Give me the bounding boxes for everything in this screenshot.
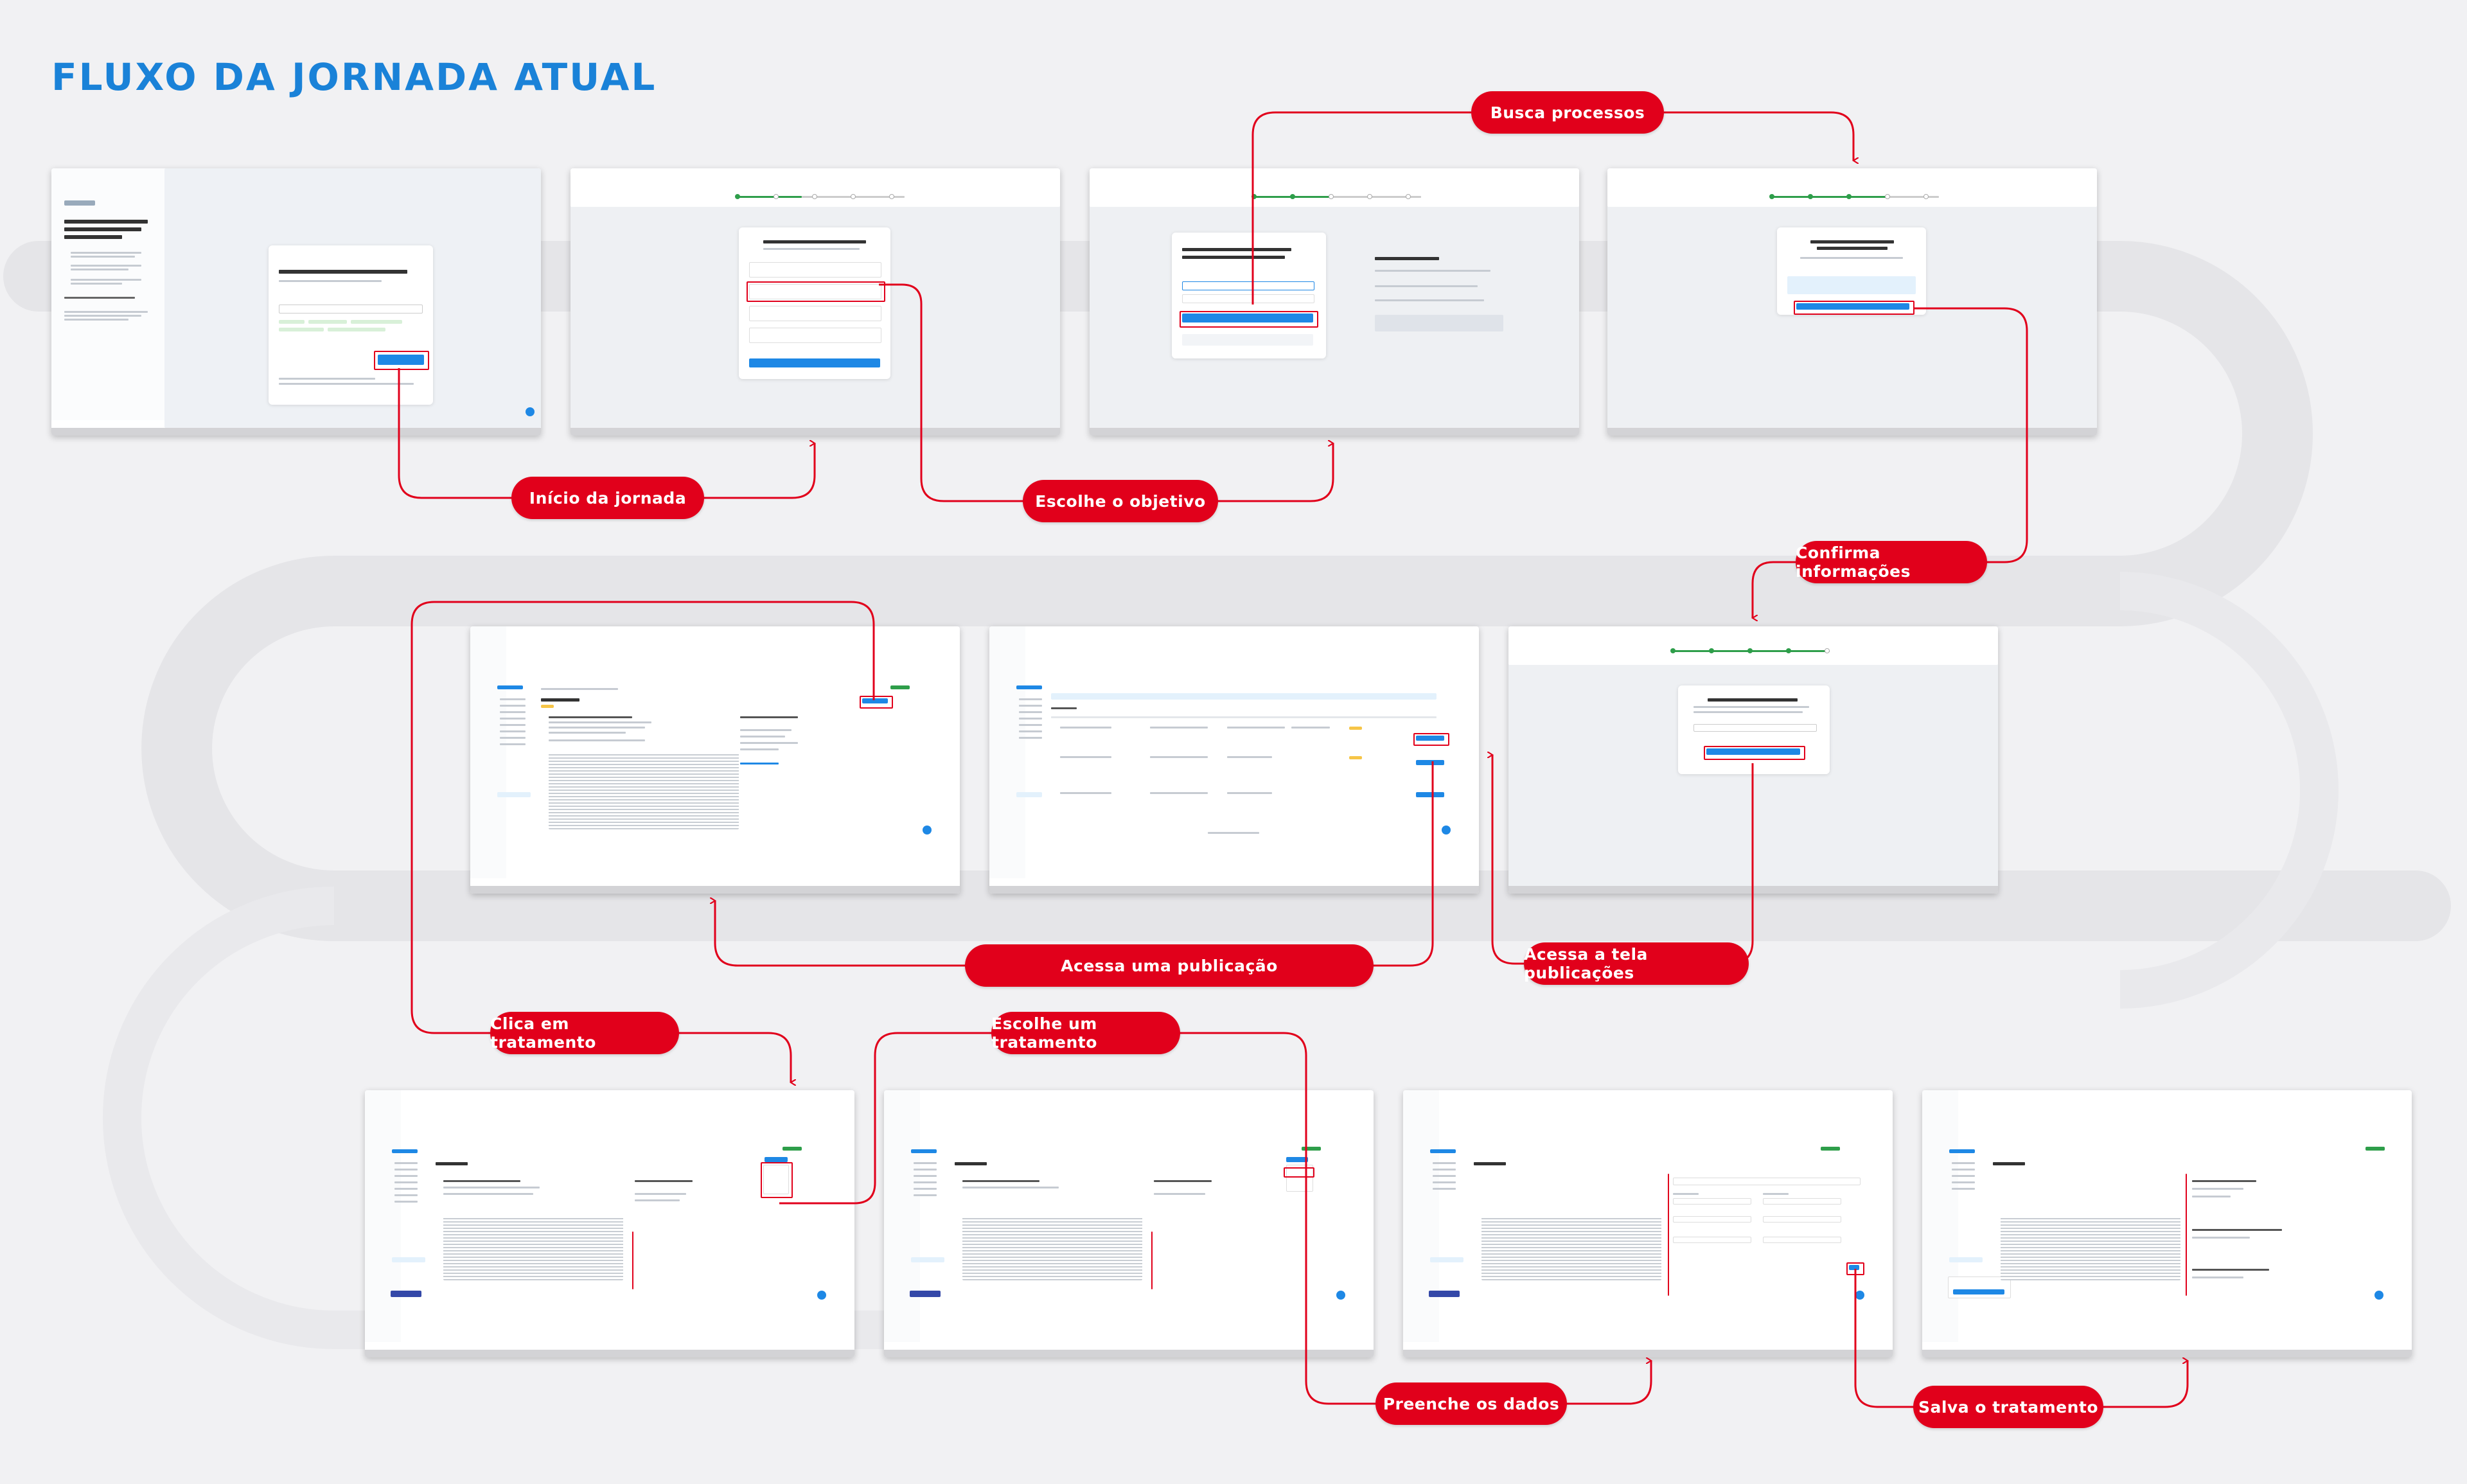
step-busca-processos: Busca processos (1471, 91, 1664, 134)
screen-choose-objective (570, 168, 1060, 436)
step-escolhe-tratamento: Escolhe um tratamento (991, 1012, 1180, 1054)
screen-publications-list (989, 626, 1479, 894)
step-clica-tratamento: Clica em tratamento (490, 1012, 679, 1054)
screen-choose-treatment (884, 1090, 1374, 1357)
screen-search-processes (1090, 168, 1579, 436)
screen-publication-detail (470, 626, 960, 894)
step-salva-tratamento: Salva o tratamento (1913, 1386, 2103, 1428)
screen-confirm-processes (1607, 168, 2097, 436)
page-title: FLUXO DA JORNADA ATUAL (51, 55, 657, 99)
step-preenche-dados: Preenche os dados (1375, 1382, 1567, 1425)
screen-treatment-menu (365, 1090, 854, 1357)
screen-fill-data (1403, 1090, 1893, 1357)
screen-onboarding-start (51, 168, 541, 436)
screen-saved-treatment (1922, 1090, 2412, 1357)
step-inicio-jornada: Início da jornada (511, 477, 704, 519)
step-acessa-tela-publicacoes: Acessa a tela publicações (1524, 942, 1749, 985)
step-escolhe-objetivo: Escolhe o objetivo (1023, 480, 1218, 522)
step-confirma-informacoes: Confirma informações (1796, 541, 1987, 583)
step-acessa-publicacao: Acessa uma publicação (965, 944, 1374, 987)
